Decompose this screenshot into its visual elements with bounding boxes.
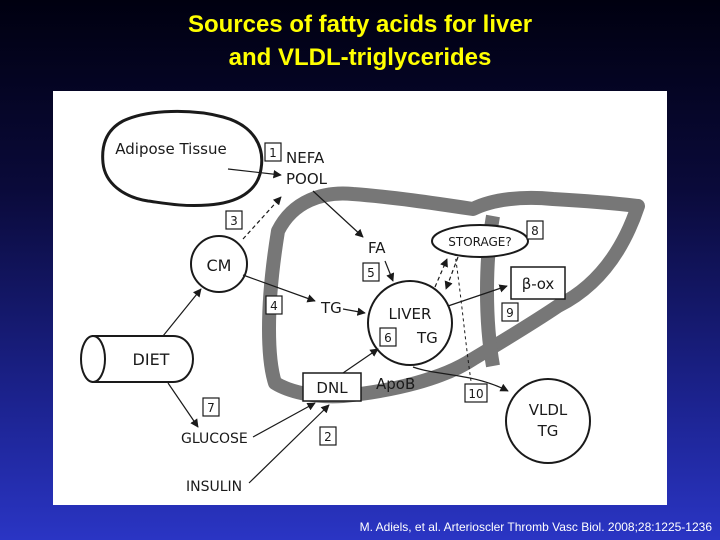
dnl-box xyxy=(302,372,362,402)
arrow-cm-nefa-dashed xyxy=(242,196,282,240)
number-box-6: 6 xyxy=(379,327,397,347)
dnl-label: DNL xyxy=(316,379,348,397)
number-6: 6 xyxy=(384,331,392,345)
title-line-1: Sources of fatty acids for liver xyxy=(187,11,533,38)
beta-ox-label: β-ox xyxy=(522,275,555,293)
number-1: 1 xyxy=(269,146,277,160)
diet-shape xyxy=(80,335,195,383)
number-4: 4 xyxy=(270,299,278,313)
liver-inner-line xyxy=(452,240,472,382)
number-10: 10 xyxy=(468,387,483,401)
adipose-label: Adipose Tissue xyxy=(115,140,226,158)
arrow-tg-liver xyxy=(342,307,366,316)
arrow-insulin-dnl xyxy=(248,404,330,484)
number-box-3: 3 xyxy=(225,210,243,230)
beta-ox-box xyxy=(510,266,566,300)
arrow-glucose-dnl xyxy=(252,402,316,438)
arrow-liver-vldl xyxy=(412,366,509,392)
diagram-panel: Adipose Tissue CM DIET NEFA POOL FA STOR… xyxy=(53,91,667,505)
slide-title: Sources of fatty acids for liver and VLD… xyxy=(0,8,720,74)
fa-label: FA xyxy=(368,239,386,257)
vldl-tg-label: TG xyxy=(537,422,559,440)
diet-label: DIET xyxy=(133,350,170,369)
arrow-storage-liver-dashed xyxy=(444,256,459,290)
arrow-liver-betaox xyxy=(447,284,508,307)
number-7: 7 xyxy=(207,401,215,415)
arrow-dnl-liver xyxy=(342,348,379,374)
cm-label: CM xyxy=(207,256,232,275)
number-5: 5 xyxy=(367,266,375,280)
number-2: 2 xyxy=(324,430,332,444)
fatty-acid-diagram: Adipose Tissue CM DIET NEFA POOL FA STOR… xyxy=(80,109,645,495)
number-box-10: 10 xyxy=(464,383,488,403)
liver-label: LIVER xyxy=(389,305,432,323)
number-box-7: 7 xyxy=(202,397,220,417)
number-box-2: 2 xyxy=(319,426,337,446)
apob-label: ApoB xyxy=(376,375,415,393)
citation: M. Adiels, et al. Arterioscler Thromb Va… xyxy=(359,520,712,534)
arrow-adipose-nefa xyxy=(227,168,282,179)
arrow-liver-storage-dashed xyxy=(434,258,448,288)
arrow-cm-tg xyxy=(242,274,316,303)
storage-label: STORAGE? xyxy=(448,235,512,249)
cm-circle xyxy=(190,235,248,293)
glucose-label: GLUCOSE xyxy=(181,431,248,447)
arrow-fa-liver xyxy=(384,260,395,282)
storage-ellipse xyxy=(431,224,529,258)
vldl-label: VLDL xyxy=(529,401,568,419)
number-box-9: 9 xyxy=(501,302,519,322)
vldl-circle xyxy=(505,378,591,464)
arrow-diet-glucose xyxy=(167,382,199,428)
number-box-1: 1 xyxy=(264,142,282,162)
number-box-5: 5 xyxy=(362,262,380,282)
arrow-diet-cm xyxy=(162,288,202,337)
number-box-8: 8 xyxy=(526,220,544,240)
arrow-pool-fa xyxy=(312,190,364,238)
adipose-tissue-shape xyxy=(101,109,264,207)
number-3: 3 xyxy=(230,214,238,228)
liver-tg-label: TG xyxy=(416,329,438,347)
number-9: 9 xyxy=(506,306,514,320)
insulin-label: INSULIN xyxy=(186,479,242,495)
number-box-4: 4 xyxy=(265,295,283,315)
number-8: 8 xyxy=(531,224,539,238)
title-line-2: and VLDL-triglycerides xyxy=(228,44,492,71)
nefa-label: NEFA xyxy=(286,149,325,167)
liver-circle xyxy=(367,280,453,366)
liver-shape xyxy=(262,186,645,404)
pool-label: POOL xyxy=(286,170,328,188)
tg-label: TG xyxy=(320,299,342,317)
